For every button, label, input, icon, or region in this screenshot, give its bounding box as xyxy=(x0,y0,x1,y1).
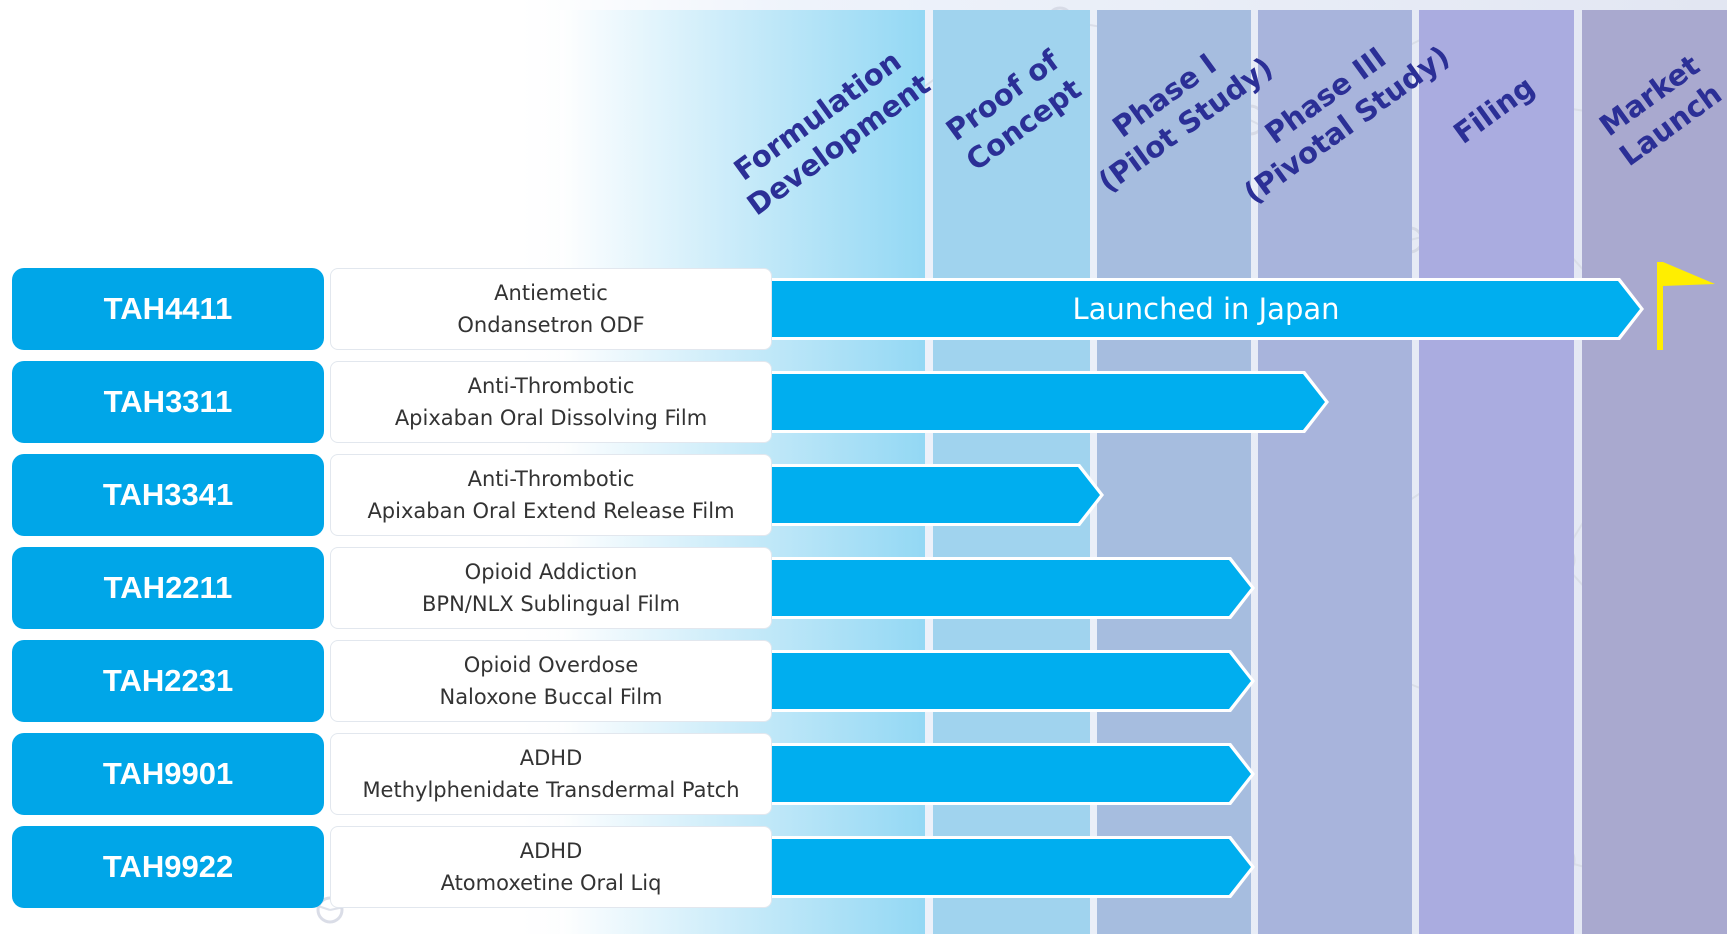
phase-column-filing xyxy=(1419,10,1574,934)
progress-arrow: Launched in Japan xyxy=(772,281,1640,337)
indication-label: ADHD xyxy=(519,746,583,770)
indication-label: Anti-Thrombotic xyxy=(467,374,635,398)
indication-label: Opioid Overdose xyxy=(463,653,639,677)
product-description: ADHD Methylphenidate Transdermal Patch xyxy=(330,733,772,815)
product-name-label: Atomoxetine Oral Liq xyxy=(440,871,662,895)
product-code: TAH2231 xyxy=(12,640,324,722)
progress-arrow xyxy=(772,746,1251,802)
product-code: TAH9922 xyxy=(12,826,324,908)
product-name-label: Ondansetron ODF xyxy=(457,313,645,337)
phase-column-market-launch xyxy=(1582,10,1727,934)
product-name-label: Naloxone Buccal Film xyxy=(439,685,663,709)
indication-label: ADHD xyxy=(519,839,583,863)
product-code: TAH3341 xyxy=(12,454,324,536)
phase-column-phase-iii xyxy=(1258,10,1412,934)
product-name-label: Apixaban Oral Dissolving Film xyxy=(394,406,708,430)
product-code: TAH9901 xyxy=(12,733,324,815)
product-description: ADHD Atomoxetine Oral Liq xyxy=(330,826,772,908)
indication-label: Anti-Thrombotic xyxy=(467,467,635,491)
progress-arrow xyxy=(772,467,1100,523)
product-code: TAH4411 xyxy=(12,268,324,350)
progress-arrow-label: Launched in Japan xyxy=(1072,292,1340,326)
progress-arrow xyxy=(772,653,1251,709)
product-code: TAH3311 xyxy=(12,361,324,443)
product-code: TAH2211 xyxy=(12,547,324,629)
product-name-label: BPN/NLX Sublingual Film xyxy=(422,592,680,616)
indication-label: Opioid Addiction xyxy=(464,560,638,584)
product-name-label: Apixaban Oral Extend Release Film xyxy=(367,499,735,523)
progress-arrow xyxy=(772,560,1251,616)
progress-arrow xyxy=(772,374,1325,430)
progress-arrow xyxy=(772,839,1251,895)
product-name-label: Methylphenidate Transdermal Patch xyxy=(362,778,740,802)
flag-icon xyxy=(1657,262,1715,350)
indication-label: Antiemetic xyxy=(494,281,608,305)
